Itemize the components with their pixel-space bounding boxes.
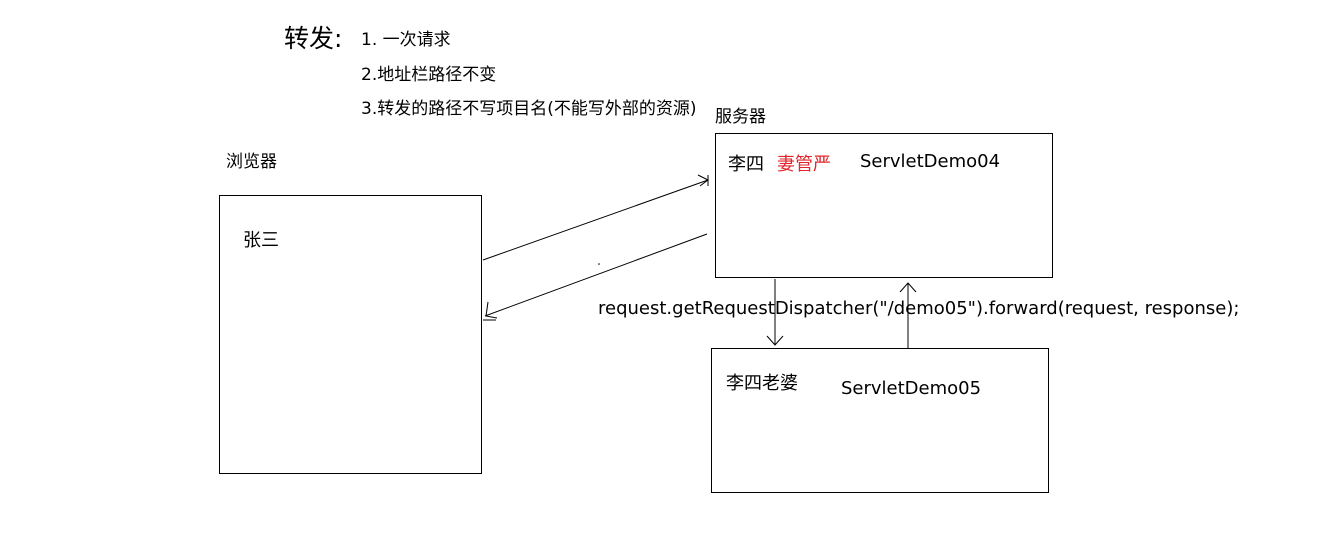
browser-person: 张三 — [243, 230, 279, 251]
page-title: 转发: — [284, 24, 343, 53]
servlet05-name: ServletDemo05 — [841, 378, 982, 399]
note-item-2: 2.地址栏路径不变 — [361, 65, 497, 85]
servlet-demo05-box — [711, 348, 1049, 493]
servlet04-tag: 妻管严 — [777, 154, 831, 175]
forward-code: request.getRequestDispatcher("/demo05").… — [598, 298, 1240, 319]
forward-arrow — [766, 279, 784, 346]
servlet05-person: 李四老婆 — [726, 373, 798, 394]
servlet04-name: ServletDemo04 — [860, 151, 1001, 172]
stray-dot — [598, 263, 600, 265]
server-label: 服务器 — [715, 107, 766, 127]
note-item-1: 1. 一次请求 — [361, 30, 451, 50]
browser-box — [219, 195, 482, 474]
return-arrow — [899, 282, 917, 348]
response-arrow — [483, 233, 708, 321]
servlet-demo04-box — [715, 133, 1053, 278]
note-item-3: 3.转发的路径不写项目名(不能写外部的资源) — [361, 99, 697, 119]
browser-label: 浏览器 — [226, 152, 277, 172]
request-arrow — [482, 174, 709, 261]
servlet04-person: 李四 — [728, 154, 764, 175]
